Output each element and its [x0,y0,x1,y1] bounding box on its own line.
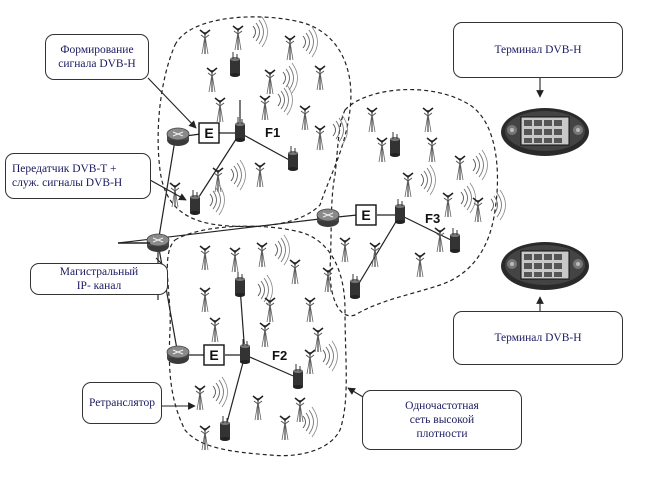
callout-terminal-top: Терминал DVB-H [453,22,623,78]
backbone-links [117,100,456,431]
transmitter-icon [292,363,304,390]
router-f2 [166,345,190,365]
transmitter-icon [389,131,401,158]
terminal-device-top [500,107,590,157]
cell-f3-outline [329,88,499,317]
svg-text:E: E [204,125,213,141]
transmitter-icon [189,189,201,216]
cell-f1-label: F1 [265,125,280,140]
cell-f2-label: F2 [272,348,287,363]
router-f1 [166,127,190,147]
transmitter-icon [449,227,461,254]
callout-transmitter: Передатчик DVB-T +служ. сигналы DVB-H [5,153,151,199]
encoder-f2: E [203,344,225,366]
transmitter-icon [229,51,241,78]
router-backbone [146,233,170,253]
svg-text:E: E [361,207,370,223]
transmitter-icon [394,198,406,225]
callout-repeater: Ретранслятор [82,382,162,424]
cell-f3-label: F3 [425,211,440,226]
svg-text:E: E [209,347,218,363]
callout-terminal-bottom: Терминал DVB-H [453,311,623,365]
router-f3 [316,208,340,228]
terminal-device-bottom [500,241,590,291]
transmitter-icon [349,273,361,300]
transmitter-icon [219,415,231,442]
encoder-f1: E [198,122,220,144]
transmitter-icon [287,145,299,172]
encoder-f3: E [355,204,377,226]
transmitter-icon [239,338,251,365]
transmitter-icon [234,271,246,298]
cell-f1-outline [157,16,352,228]
